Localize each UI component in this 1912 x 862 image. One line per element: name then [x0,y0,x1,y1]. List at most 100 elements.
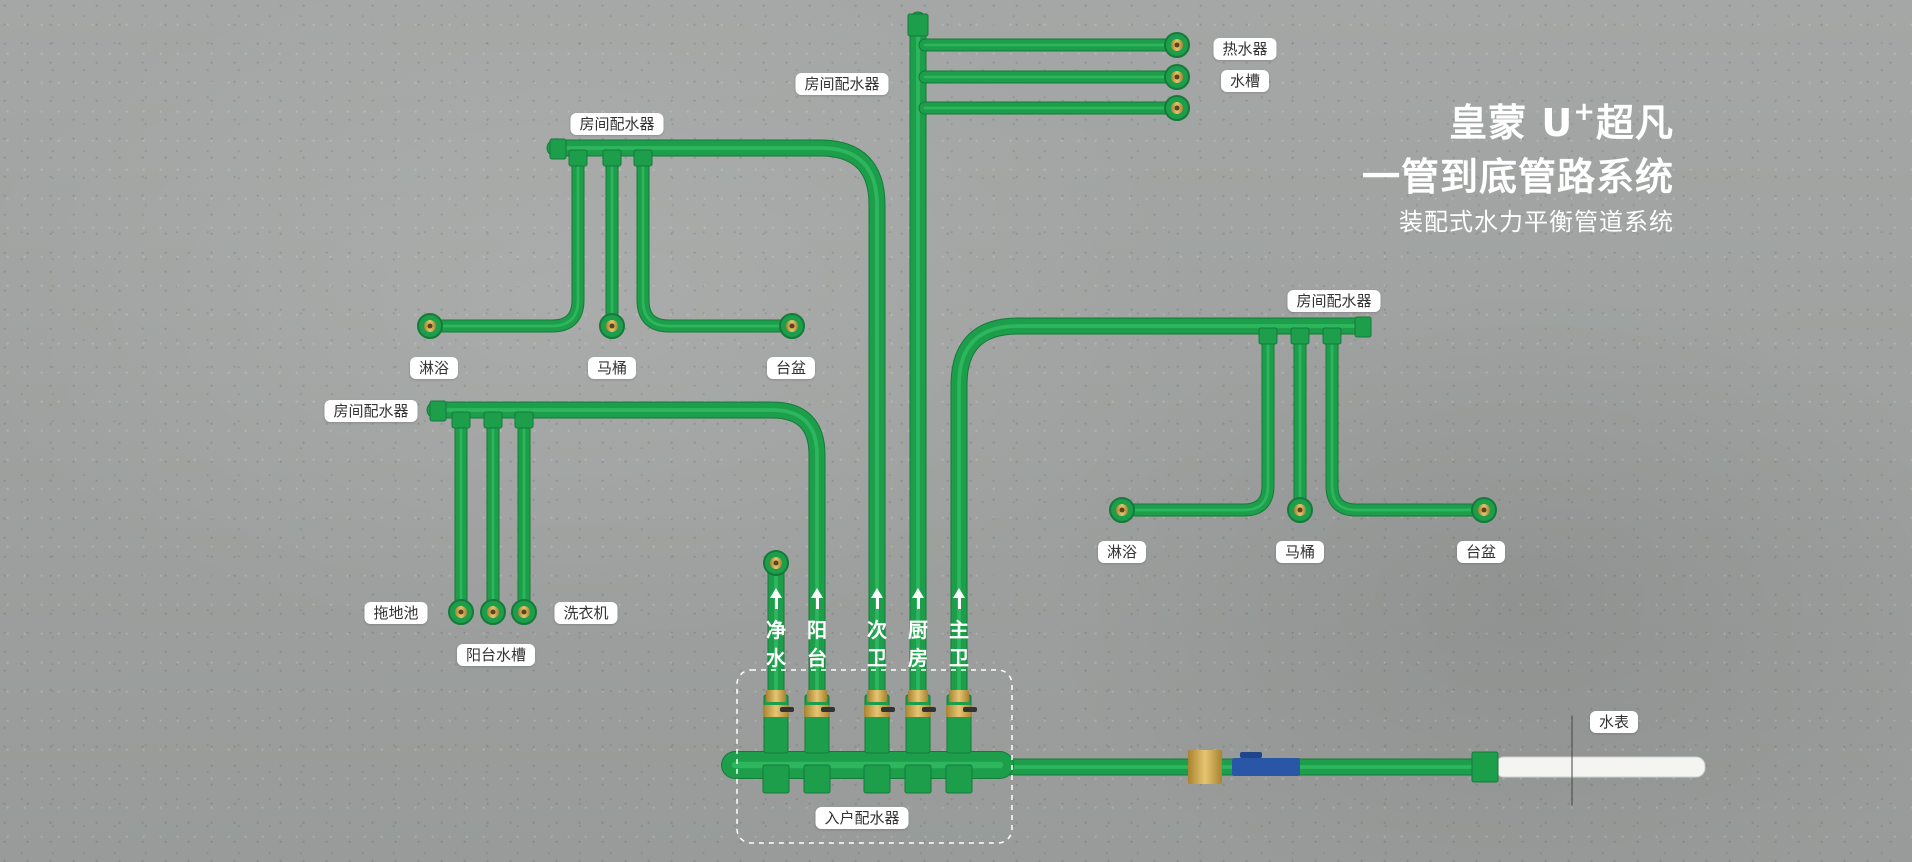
label-tl-toilet: 马桶 [587,357,637,379]
label-r-basin: 台盆 [1456,541,1506,563]
tee-fitting [514,411,534,429]
r-basin-pipe [1325,331,1489,517]
manifold-port [904,764,932,794]
pipe-highlight [430,158,580,328]
arrow-up-icon [871,588,883,609]
tee-fitting [1290,327,1310,345]
brass-union [766,690,786,702]
label-entry-manifold: 入户配水器 [815,807,909,829]
outlet-sink [1164,64,1190,90]
label-tl-shower: 淋浴 [409,357,459,379]
outlet-r-shower [1109,497,1135,523]
brass-union [949,690,969,702]
valve-lever [963,707,977,712]
branch-label-pure-water: 净水 [766,618,786,670]
arrow-up-icon [811,588,823,609]
manifold-port [863,764,891,794]
brass-union [908,690,928,702]
branch-label-second-bath: 次卫 [867,618,887,670]
pipe-highlight [1122,336,1270,512]
outlet-tl-basin [779,313,805,339]
tl-basin-pipe [636,153,797,333]
manifold-port [762,764,790,794]
label-left-manifold: 房间配水器 [324,400,418,422]
headline-line2: 一管到底管路系统 [1361,155,1674,199]
manifold-cap [429,400,447,422]
blue-ball-valve [1232,758,1300,776]
outlet-tl-shower [417,313,443,339]
outlet-r-toilet [1287,497,1313,523]
branch-socket [864,694,890,754]
tee-fitting [568,149,588,167]
valve-handle [1240,752,1262,758]
outlet-third [1164,95,1190,121]
label-r-toilet: 马桶 [1275,541,1325,563]
label-mop-sink: 拖地池 [364,602,428,624]
pipe-fill [426,154,584,332]
manifold-cap [1354,316,1372,338]
manifold-port [803,764,831,794]
branch-label-kitchen: 厨房 [908,618,928,670]
entry-manifold-frame [736,669,1013,844]
r-shower-pipe [1117,331,1275,517]
label-washing-machine: 洗衣机 [554,602,618,624]
pipe-fill [1118,332,1274,516]
headline-title: 皇蒙 U+超凡 [1449,92,1674,147]
pipe-fill [637,154,796,332]
headline-plus-sup: + [1573,97,1596,127]
pipe-highlight [553,146,879,692]
label-tl-basin: 台盆 [766,357,816,379]
pipe-coupler [1471,751,1499,783]
label-right-manifold: 房间配水器 [1287,290,1381,312]
outlet-left-drop [448,599,474,625]
manifold-port [945,764,973,794]
outlet-water-heater [1164,32,1190,58]
brass-union [807,690,827,702]
white-supply-pipe [1494,756,1706,778]
tl-shower-pipe [425,153,585,333]
outlet-pure-water [763,550,789,576]
tee-fitting [602,149,622,167]
label-sink-trough: 水槽 [1220,70,1270,92]
brass-union [867,690,887,702]
label-center-top-manifold: 房间配水器 [795,73,889,95]
branch-socket [905,694,931,754]
outlet-left-drop [511,599,537,625]
tee-fitting [451,411,471,429]
valve-lever [821,707,835,712]
arrow-up-icon [770,588,782,609]
pipe-fill [1326,332,1488,516]
label-balcony-sink: 阳台水槽 [456,644,536,666]
riser-cap [907,13,929,37]
branch-socket [804,694,830,754]
headline-subtitle: 装配式水力平衡管道系统 [1399,208,1674,236]
manifold-cap [549,138,567,160]
branch-socket [946,694,972,754]
brass-check-valve [1188,750,1222,784]
branch-label-balcony: 阳台 [807,618,827,670]
outlet-left-drop [480,599,506,625]
label-water-heater: 热水器 [1213,38,1277,60]
pipe-highlight [433,408,819,692]
outlet-r-basin [1471,497,1497,523]
tee-fitting [1322,327,1342,345]
pipe-highlight [957,324,1362,692]
tee-fitting [633,149,653,167]
arrow-up-icon [912,588,924,609]
valve-lever [922,707,936,712]
headline-title-rest: 超凡 [1595,101,1674,145]
valve-lever [780,707,794,712]
label-water-meter: 水表 [1589,711,1639,733]
pipe-highlight [641,158,792,328]
label-top-left-manifold: 房间配水器 [570,113,664,135]
outlet-tl-toilet [599,313,625,339]
valve-lever [881,707,895,712]
branch-socket [763,694,789,754]
tee-fitting [1258,327,1278,345]
branch-label-master-bath: 主卫 [949,618,969,670]
headline-brand: 皇蒙 U [1449,101,1574,145]
tee-fitting [483,411,503,429]
pipe-highlight [1330,336,1484,512]
